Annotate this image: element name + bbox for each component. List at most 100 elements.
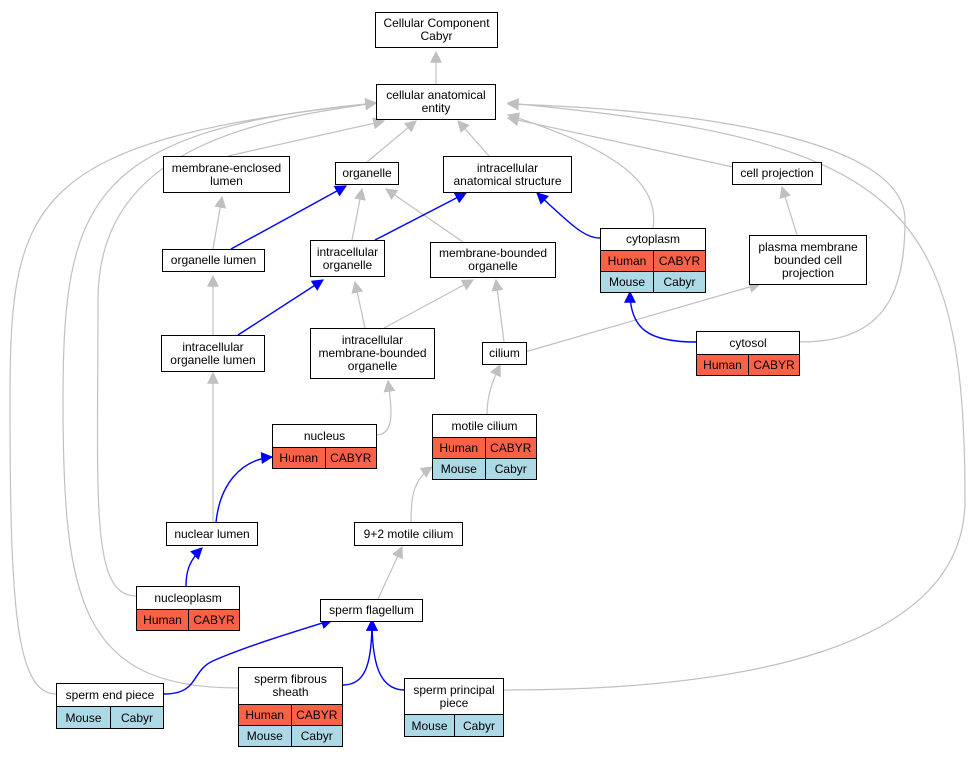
node-organelle-lumen[interactable]: organelle lumen — [162, 249, 265, 272]
edge-olumen-to-mel — [212, 195, 227, 250]
mouse-row: Mouse Cabyr — [405, 714, 503, 736]
edge-cyto-to-cae — [506, 112, 655, 229]
edge-sfs-to-sflag — [342, 618, 378, 686]
node-cytoplasm[interactable]: cytoplasm Human CABYR Mouse Cabyr — [600, 228, 706, 293]
edge-nucleoplasm-to-cae — [96, 98, 378, 597]
edge-cytosol-to-cae — [506, 98, 906, 343]
node-title: 9+2 motile cilium — [363, 526, 454, 541]
edge-spp-to-cae — [503, 98, 966, 691]
node-title: membrane-enclosed lumen — [171, 160, 282, 188]
node-sperm-end-piece[interactable]: sperm end piece Mouse Cabyr — [56, 683, 164, 729]
node-intracellular-organelle[interactable]: intracellular organelle — [310, 240, 385, 277]
mouse-row: Mouse Cabyr — [601, 271, 705, 292]
node-title: sperm principal piece — [413, 682, 495, 710]
gene-label: CABYR — [484, 438, 537, 458]
edge-pmbcp-to-cellproj — [779, 185, 798, 236]
edge-nucleus-to-imbo — [375, 379, 396, 436]
species-label: Mouse — [608, 275, 646, 289]
gene-label: CABYR — [290, 705, 343, 725]
species-label: Human — [245, 708, 285, 722]
node-title: cellular anatomical entity — [386, 88, 486, 115]
species-label: Human — [279, 451, 319, 465]
node-title: intracellular organelle — [316, 244, 379, 272]
node-nucleus[interactable]: nucleus Human CABYR — [272, 424, 377, 469]
species-label: Human — [143, 613, 182, 627]
edge-sflag-to-n92 — [377, 545, 403, 600]
gene-label: CABYR — [653, 251, 705, 271]
mouse-row: Mouse Cabyr — [57, 706, 163, 728]
node-title: intracellular membrane-bounded organelle — [318, 333, 427, 373]
species-label: Mouse — [65, 710, 102, 725]
node-plasma-membrane-bounded-cell-projection[interactable]: plasma membrane bounded cell projection — [749, 235, 867, 285]
edge-cilium-to-pmbcp — [524, 281, 762, 353]
node-sperm-principal-piece[interactable]: sperm principal piece Mouse Cabyr — [404, 678, 504, 737]
node-title: nuclear lumen — [174, 526, 250, 541]
edge-imbo-to-iorg — [351, 280, 366, 329]
edge-sfs-to-cae — [62, 98, 378, 689]
edge-ias-to-cae — [457, 120, 490, 157]
node-title: intracellular anatomical structure — [453, 160, 562, 188]
node-title: sperm end piece — [65, 687, 155, 702]
node-cilium[interactable]: cilium — [482, 342, 527, 365]
edge-cyto-to-ias — [536, 192, 601, 239]
edge-nlumen-to-nucleus — [215, 452, 274, 523]
gene-label: Cabyr — [454, 715, 503, 736]
edge-cellproj-to-cae — [506, 114, 734, 168]
node-title: nucleoplasm — [154, 590, 222, 605]
node-intracellular-organelle-lumen[interactable]: intracellular organelle lumen — [161, 335, 265, 372]
edge-cytosol-to-cyto — [624, 290, 697, 343]
species-label: Mouse — [246, 729, 283, 743]
node-sperm-flagellum[interactable]: sperm flagellum — [320, 599, 423, 622]
node-cell-projection[interactable]: cell projection — [732, 162, 822, 185]
gene-label: CABYR — [188, 610, 239, 630]
node-title: cytosol — [729, 335, 767, 350]
node-title: intracellular organelle lumen — [170, 339, 256, 367]
edge-iol-to-iorg — [237, 279, 325, 336]
gene-label: CABYR — [324, 448, 377, 468]
species-label: Human — [703, 358, 742, 372]
human-row: Human CABYR — [273, 447, 376, 468]
species-label: Human — [607, 254, 647, 268]
node-cellular-component[interactable]: Cellular Component Cabyr — [375, 12, 498, 48]
node-title: sperm flagellum — [329, 603, 414, 617]
gene-label: Cabyr — [290, 726, 343, 746]
edge-sep-to-sflag — [163, 617, 334, 695]
edge-n92-to-motile — [410, 466, 434, 523]
node-nucleoplasm[interactable]: nucleoplasm Human CABYR — [136, 586, 240, 631]
node-membrane-bounded-organelle[interactable]: membrane-bounded organelle — [430, 242, 556, 278]
node-cytosol[interactable]: cytosol Human CABYR — [696, 331, 800, 376]
edge-cilium-to-mbo — [491, 278, 505, 343]
node-title: Cellular Component Cabyr — [383, 16, 490, 43]
node-nuclear-lumen[interactable]: nuclear lumen — [166, 522, 258, 546]
node-sperm-fibrous-sheath[interactable]: sperm fibrous sheath Human CABYR Mouse C… — [238, 667, 343, 747]
node-title: sperm fibrous sheath — [254, 672, 327, 699]
gene-label: Cabyr — [653, 272, 705, 292]
edge-motile-to-cilium — [486, 363, 501, 415]
node-organelle[interactable]: organelle — [335, 162, 399, 185]
human-row: Human CABYR — [433, 437, 536, 458]
mouse-row: Mouse Cabyr — [433, 458, 536, 479]
edge-mel-to-cae — [227, 117, 386, 157]
species-label: Human — [439, 441, 479, 455]
edge-nucleoplasm-to-nlumen — [185, 547, 203, 587]
edge-spp-to-sflag — [366, 618, 406, 691]
node-membrane-enclosed-lumen[interactable]: membrane-enclosed lumen — [163, 156, 290, 193]
node-motile-cilium[interactable]: motile cilium Human CABYR Mouse Cabyr — [432, 414, 537, 480]
edge-iorg-to-organelle — [351, 187, 366, 241]
edge-sep-to-cae — [9, 98, 378, 695]
node-9-2-motile-cilium[interactable]: 9+2 motile cilium — [354, 522, 463, 546]
node-title: plasma membrane bounded cell projection — [758, 239, 858, 280]
mouse-row: Mouse Cabyr — [239, 725, 342, 746]
node-title: cilium — [489, 346, 520, 360]
node-title: cell projection — [740, 166, 814, 180]
human-row: Human CABYR — [601, 250, 705, 271]
edge-imbo-to-mbo — [383, 279, 475, 329]
node-cellular-anatomical-entity[interactable]: cellular anatomical entity — [376, 84, 496, 120]
node-title: nucleus — [303, 428, 346, 443]
node-intracellular-anatomical-structure[interactable]: intracellular anatomical structure — [443, 156, 572, 193]
node-intracellular-membrane-bounded-organelle[interactable]: intracellular membrane-bounded organelle — [310, 328, 435, 379]
gene-label: Cabyr — [484, 459, 537, 479]
edge-mbo-to-organelle — [385, 188, 464, 243]
